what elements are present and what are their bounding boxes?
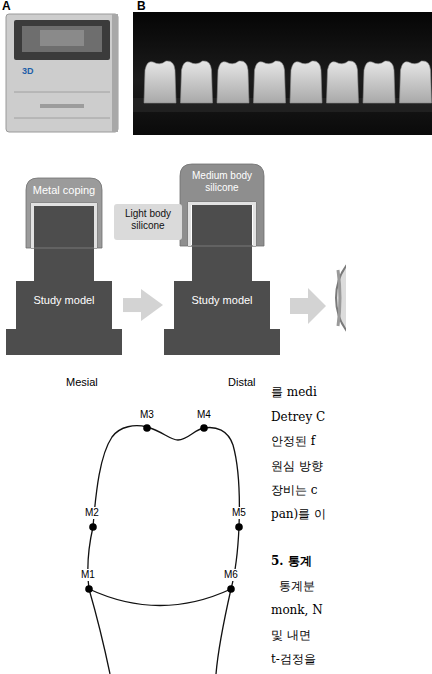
printer-body xyxy=(6,14,118,132)
body-text: 를 medi xyxy=(271,386,317,400)
node-label: Study model xyxy=(8,294,120,307)
printer-seam xyxy=(14,92,110,93)
measure-dot xyxy=(143,424,151,432)
silicone-shape: Medium body silicone xyxy=(180,164,264,246)
crown xyxy=(144,61,176,103)
sphere xyxy=(336,242,346,354)
measure-dot xyxy=(235,523,243,531)
printer-top xyxy=(14,20,110,60)
root-line xyxy=(216,589,231,674)
section-heading: 5. 통계 xyxy=(271,555,312,569)
direction-label: Distal xyxy=(228,376,256,389)
study-model-block xyxy=(164,205,280,355)
node-label: Study model xyxy=(166,294,278,307)
process-arrow xyxy=(123,298,141,312)
root-line xyxy=(89,589,110,674)
printer-window xyxy=(22,26,102,52)
body-text: t-검정을 xyxy=(271,653,316,667)
panel-letter: A xyxy=(2,0,11,14)
point-label: M6 xyxy=(223,569,239,581)
margin-line xyxy=(89,589,231,606)
photo-background xyxy=(133,12,432,135)
printer-photo xyxy=(6,14,118,132)
body-text: 통계분 xyxy=(279,580,315,594)
crown xyxy=(327,61,359,103)
measure-dot xyxy=(227,585,235,593)
measurement-sphere xyxy=(336,242,346,354)
point-label: M1 xyxy=(80,569,96,581)
body-text: 장비는 c xyxy=(271,484,318,498)
crown xyxy=(181,61,213,103)
body-text: pan)를 이 xyxy=(271,508,326,522)
coping-shape: Metal coping xyxy=(26,178,102,248)
measure-dot xyxy=(85,585,93,593)
sphere-shade xyxy=(338,270,340,326)
printer-logo: 3D xyxy=(22,66,34,76)
study-model-block: Study model xyxy=(6,205,122,355)
printer-side xyxy=(112,14,118,132)
direction-label: Mesial xyxy=(66,376,98,389)
study-model-block xyxy=(6,205,122,355)
point-label: M2 xyxy=(84,507,100,519)
node-label: Medium body silicone xyxy=(184,170,260,193)
body-text: 안정된 f xyxy=(271,435,315,449)
process-arrow xyxy=(290,288,326,324)
crown xyxy=(400,61,432,103)
point-label: M4 xyxy=(196,409,212,421)
crown xyxy=(254,61,286,103)
printer-handle xyxy=(40,104,84,108)
measure-dot xyxy=(89,523,97,531)
crown xyxy=(217,61,249,103)
printer-inner xyxy=(40,30,84,46)
study-model-block-outline xyxy=(6,205,122,355)
crown xyxy=(363,61,395,103)
body-text: 원심 방향 xyxy=(271,460,323,474)
measuring-points xyxy=(85,424,243,593)
measure-dot xyxy=(200,424,208,432)
body-text: monk, N xyxy=(271,604,323,618)
node-label: Metal coping xyxy=(28,184,100,197)
point-label: M5 xyxy=(231,507,247,519)
crown-contour xyxy=(88,426,240,589)
crown xyxy=(290,61,322,103)
body-text: 및 내면 xyxy=(271,629,311,643)
crown-row xyxy=(144,61,432,103)
tooth-outline xyxy=(88,426,240,674)
node-label: Light body silicone xyxy=(117,208,179,231)
material-label-box: Light body silicone xyxy=(114,204,182,240)
crowns-photo xyxy=(133,12,432,135)
point-label: M3 xyxy=(139,409,155,421)
body-text: Detrey C xyxy=(271,411,325,425)
panel-letter: B xyxy=(137,0,146,14)
printer-seam xyxy=(14,118,110,119)
